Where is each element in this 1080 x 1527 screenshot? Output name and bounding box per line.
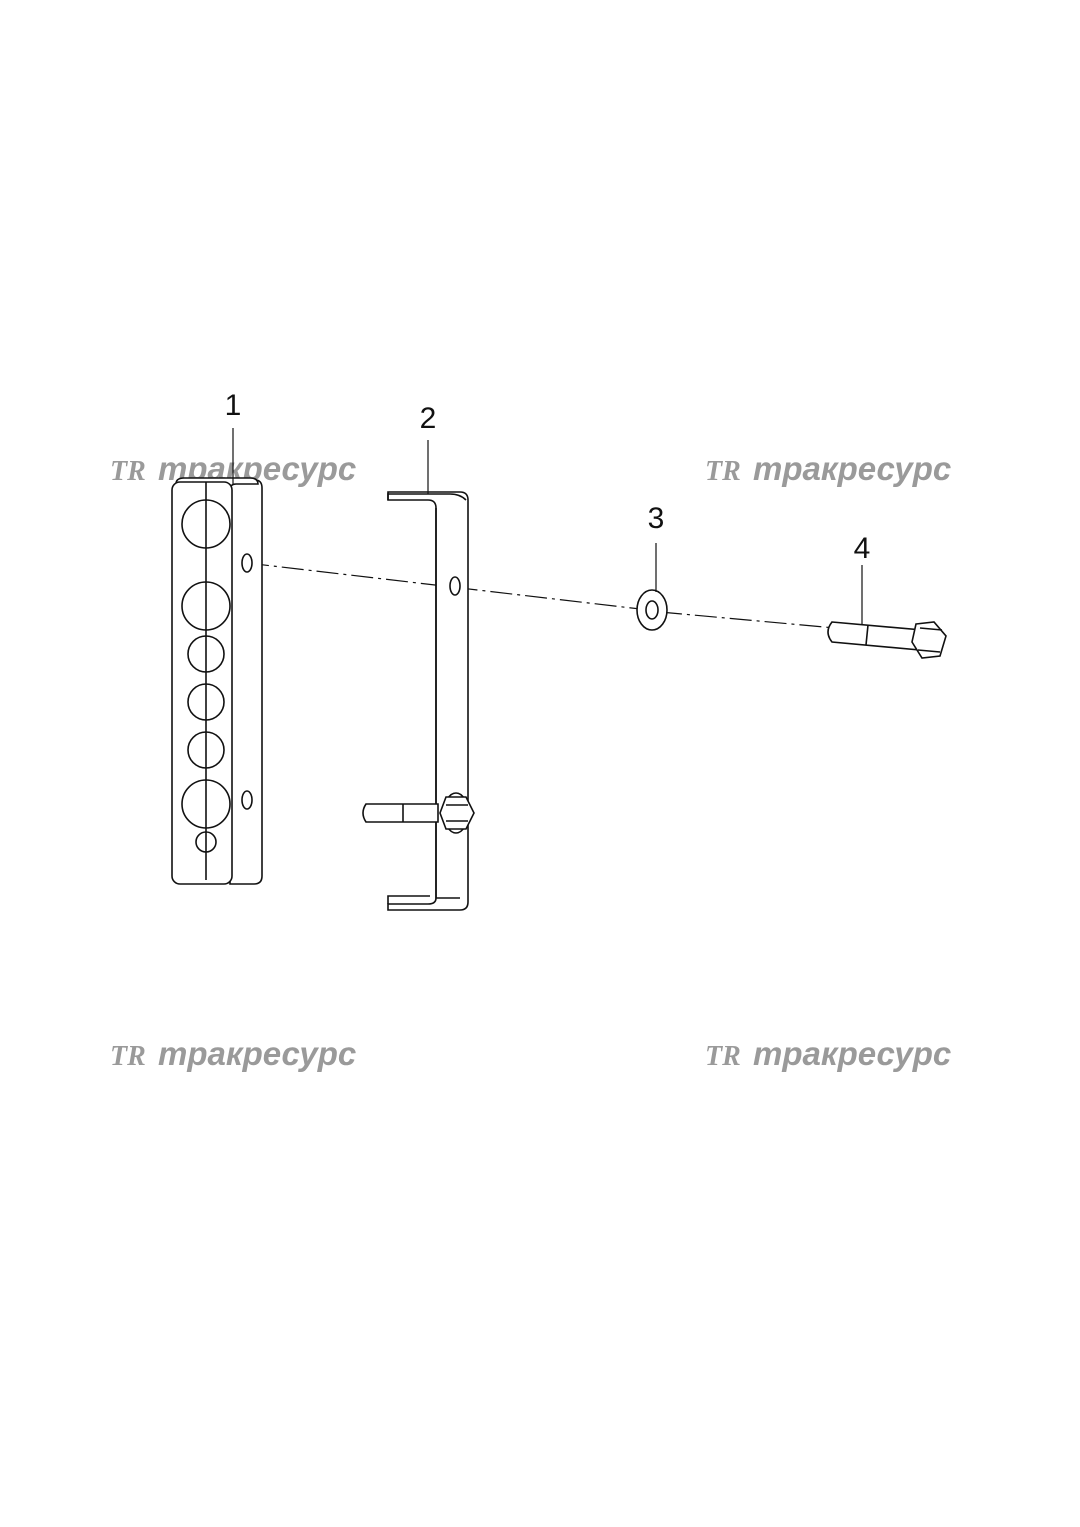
part-4-hex-bolt	[827, 621, 947, 659]
watermark-text: тракресурс	[753, 1035, 951, 1072]
watermark-text: тракресурс	[753, 450, 951, 487]
watermark-bottom-right: TR тракресурс	[705, 1035, 951, 1072]
assembly-axis-line	[246, 562, 836, 629]
part-3-washer	[636, 589, 668, 631]
callout-3: 3	[648, 502, 665, 535]
callout-2: 2	[420, 402, 437, 435]
part-1-clamp-block	[171, 477, 263, 885]
part-2-c-bracket	[362, 491, 475, 911]
callout-1: 1	[225, 389, 242, 422]
watermark-logo: TR	[705, 456, 741, 487]
watermark-logo: TR	[110, 456, 146, 487]
watermark-top-right: TR тракресурс	[705, 450, 951, 487]
leader-lines	[232, 428, 863, 624]
watermark-logo: TR	[705, 1041, 741, 1072]
callout-4: 4	[854, 532, 871, 565]
watermark-text: тракресурс	[158, 1035, 356, 1072]
watermark-bottom-left: TR тракресурс	[110, 1035, 356, 1072]
watermark-logo: TR	[110, 1041, 146, 1072]
